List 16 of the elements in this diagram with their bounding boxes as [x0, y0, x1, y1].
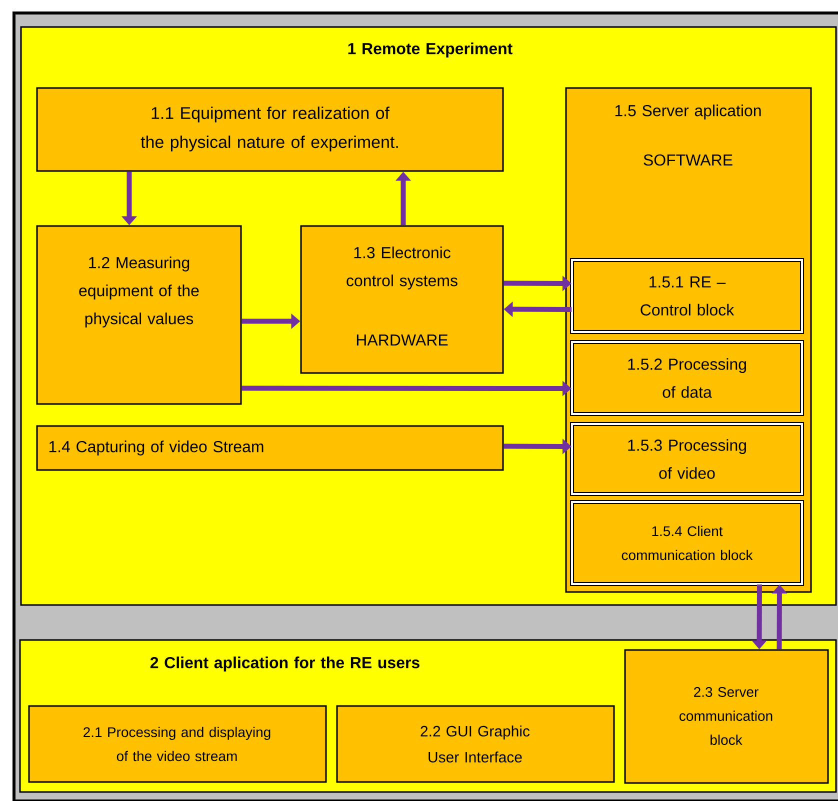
panel-title: 2 Client aplication for the RE users [150, 656, 420, 672]
box-label: 2.2 GUI Graphic User Interface [420, 726, 530, 763]
box-label: 1.5.4 Client communication block [622, 526, 753, 560]
panel-title: 1 Remote Experiment [348, 42, 512, 58]
box-label: 1.5.3 Processing of video [628, 439, 746, 479]
box-label: 1.5 Server aplication [615, 104, 761, 120]
box-label: 2.3 Server communication block [680, 687, 772, 745]
box-label: 1.5.1 RE – Control block [640, 276, 734, 316]
box-label: SOFTWARE [644, 154, 732, 166]
box-label: 1.4 Capturing of video Stream [49, 440, 264, 456]
box-label: 1.2 Measuring equipment of the physical values [79, 256, 199, 328]
box-label: HARDWARE [356, 334, 448, 346]
box-label: 1.3 Electronic control systems [346, 246, 458, 290]
box-label: 1.5.2 Processing of data [628, 358, 746, 398]
box-label: 2.1 Processing and displaying of the video stream [84, 726, 270, 762]
box-label: 1.1 Equipment for realization of the physical nature of experiment. [140, 106, 398, 152]
